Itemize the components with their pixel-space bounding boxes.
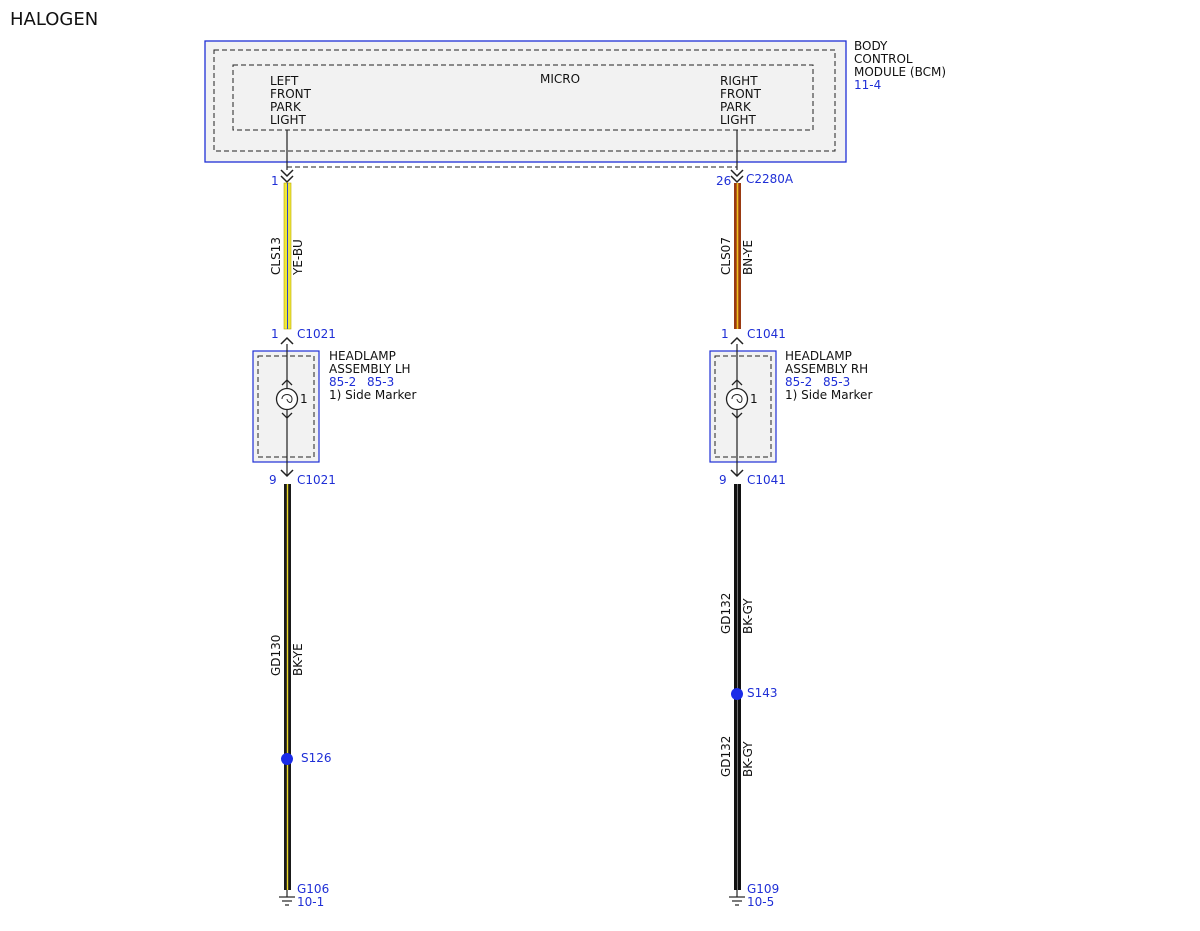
c1041-in-id[interactable]: C1041 xyxy=(747,327,786,341)
splice-s126-dot[interactable] xyxy=(281,753,293,765)
bulb-lh-number: 1 xyxy=(300,392,308,406)
micro-boundary xyxy=(232,64,814,131)
headlamp-lh-component: 1 xyxy=(252,344,320,475)
headlamp-lh-up-arrow xyxy=(281,379,293,386)
c1041-out-pin: 9 xyxy=(719,473,727,487)
c1041-in-pin: 1 xyxy=(721,327,729,341)
bcm-inner-boundary xyxy=(213,49,836,152)
micro-label: MICRO xyxy=(540,72,580,86)
bcm-module: MICRO LEFT FRONT PARK LIGHT RIGHT FRONT … xyxy=(204,39,946,163)
splice-s126-label[interactable]: S126 xyxy=(301,751,332,765)
ground-g106-label[interactable]: G106 xyxy=(297,882,329,896)
headlamp-lh-down-arrow xyxy=(281,412,293,419)
bulb-lh-filament xyxy=(281,394,293,403)
c1041-out-id[interactable]: C1041 xyxy=(747,473,786,487)
wire-gd132-lower-color: BK-GY xyxy=(741,741,755,777)
headlamp-lh-ref-b[interactable]: 85-3 xyxy=(367,375,394,389)
ground-g109-ref[interactable]: 10-5 xyxy=(747,895,774,909)
wire-cls13-circuit: CLS13 xyxy=(269,237,283,275)
headlamp-rh-component: 1 xyxy=(709,344,777,475)
wire-cls13-color: YE-BU xyxy=(291,239,305,276)
diagram-title: HALOGEN xyxy=(10,9,98,30)
bulb-rh-number: 1 xyxy=(750,392,758,406)
wire-cls07-circuit: CLS07 xyxy=(719,237,733,275)
headlamp-rh-inner xyxy=(714,355,772,458)
left-park-light-label: LEFT FRONT PARK LIGHT xyxy=(270,74,315,127)
ground-g106-ref[interactable]: 10-1 xyxy=(297,895,324,909)
c1041-in-chevron xyxy=(730,336,744,345)
headlamp-rh-down-arrow xyxy=(731,412,743,419)
wire-gd130-color: BK-YE xyxy=(291,643,305,676)
ground-g109-label[interactable]: G109 xyxy=(747,882,779,896)
wire-gd130-circuit: GD130 xyxy=(269,635,283,676)
c1021-out-chevron xyxy=(280,469,294,478)
headlamp-lh-note: 1) Side Marker xyxy=(329,388,416,402)
c1021-out-id[interactable]: C1021 xyxy=(297,473,336,487)
headlamp-lh-name: HEADLAMP ASSEMBLY LH xyxy=(329,349,411,376)
wire-cls07-color: BN-YE xyxy=(741,240,755,275)
headlamp-rh-ref-b[interactable]: 85-3 xyxy=(823,375,850,389)
bcm-outline xyxy=(204,40,847,163)
bcm-right-pin-chevron xyxy=(730,169,744,184)
headlamp-rh-up-arrow xyxy=(731,379,743,386)
bcm-right-pin-number: 26 xyxy=(716,174,731,188)
ground-g106-icon xyxy=(279,890,295,906)
bcm-connector-c2280a[interactable]: C2280A xyxy=(746,172,794,186)
bcm-left-pin-chevron xyxy=(280,169,294,184)
headlamp-rh-note: 1) Side Marker xyxy=(785,388,872,402)
headlamp-lh-ref-a[interactable]: 85-2 xyxy=(329,375,356,389)
bcm-ref-link[interactable]: 11-4 xyxy=(854,78,881,92)
c1021-in-chevron xyxy=(280,336,294,345)
wire-gd132-color: BK-GY xyxy=(741,598,755,634)
ground-g109-icon xyxy=(729,890,745,906)
c1021-in-id[interactable]: C1021 xyxy=(297,327,336,341)
c1041-out-chevron xyxy=(730,469,744,478)
right-park-light-label: RIGHT FRONT PARK LIGHT xyxy=(720,74,765,127)
headlamp-rh-ref-a[interactable]: 85-2 xyxy=(785,375,812,389)
splice-s143-label[interactable]: S143 xyxy=(747,686,778,700)
wire-gd132-circuit: GD132 xyxy=(719,593,733,634)
wire-gd132-lower-circuit: GD132 xyxy=(719,736,733,777)
headlamp-lh-inner xyxy=(257,355,315,458)
c1021-in-pin: 1 xyxy=(271,327,279,341)
bulb-rh-filament xyxy=(731,394,743,403)
splice-s143-dot[interactable] xyxy=(731,688,743,700)
headlamp-rh-name: HEADLAMP ASSEMBLY RH xyxy=(785,349,868,376)
bcm-left-pin-number: 1 xyxy=(271,174,279,188)
bcm-name: BODY CONTROL MODULE (BCM) xyxy=(854,39,946,79)
c1021-out-pin: 9 xyxy=(269,473,277,487)
